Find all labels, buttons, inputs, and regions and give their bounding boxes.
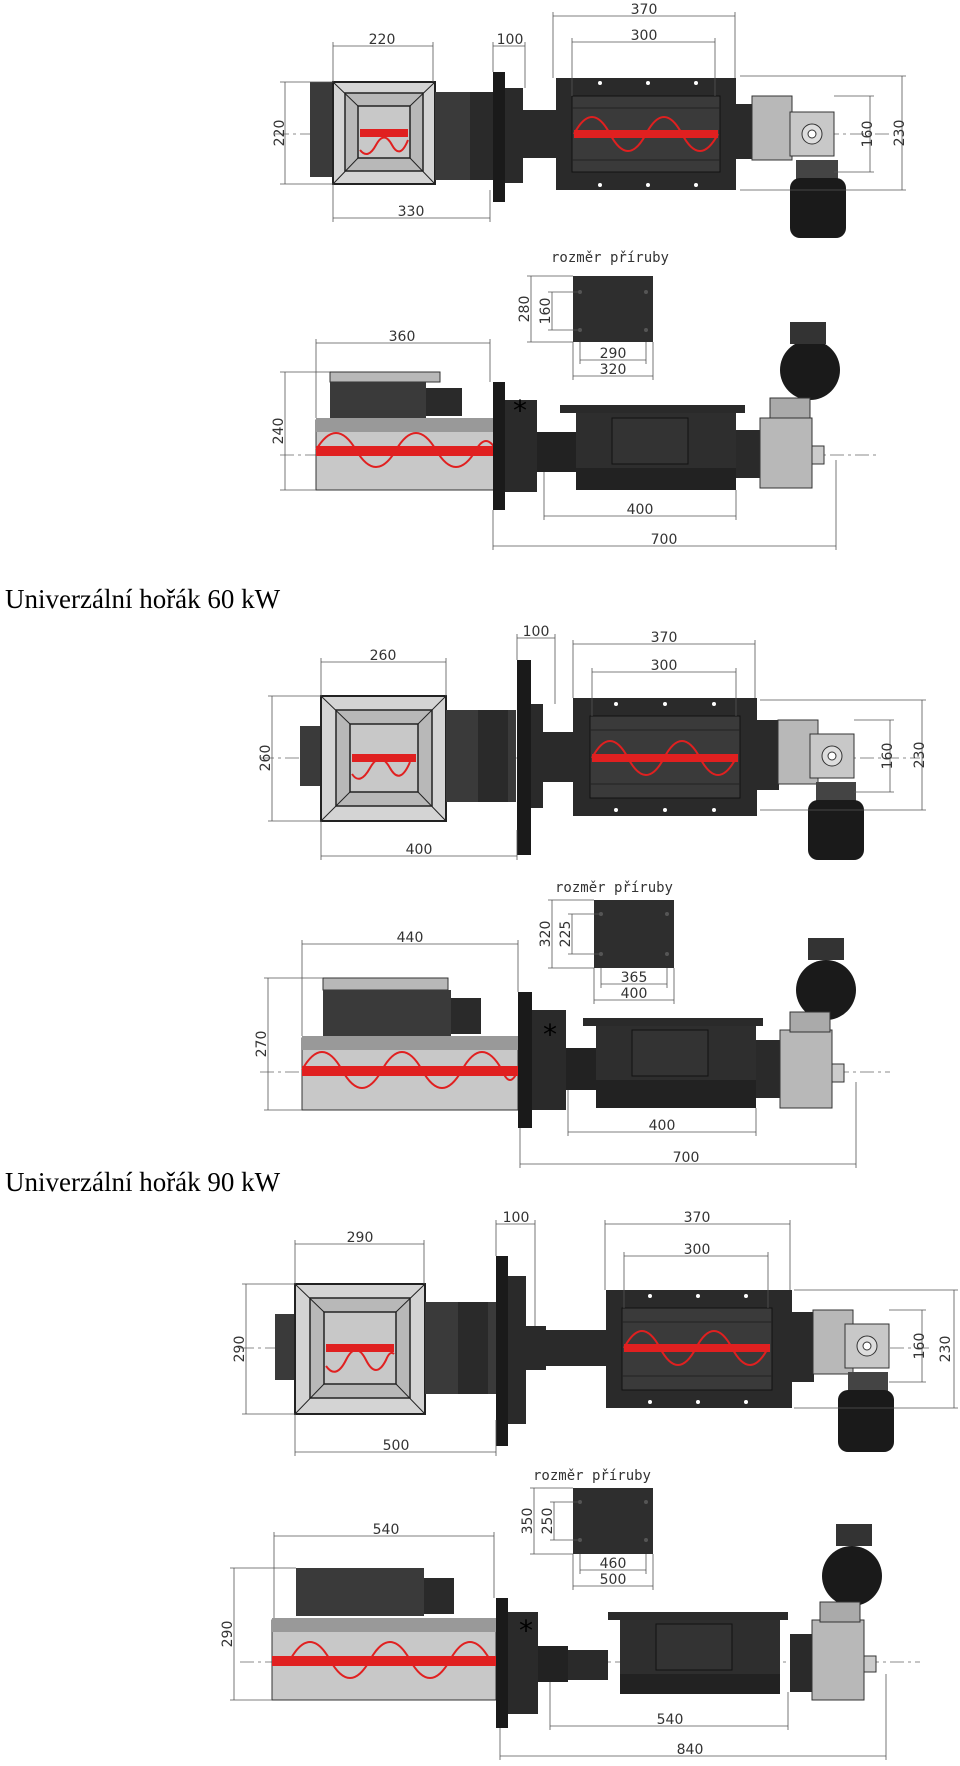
- dim-hopper-width: 290: [347, 1230, 374, 1246]
- flange-h-inner: 160: [538, 298, 554, 325]
- burner-drawing-section-1: 220 330 220 100 370 300 160 230 rozměr p…: [271, 2, 908, 550]
- flange-h-inner: 250: [540, 1508, 556, 1535]
- marker: *: [543, 1018, 557, 1051]
- flange-w-outer: 320: [600, 362, 627, 378]
- dim-hopper-height: 290: [232, 1336, 248, 1363]
- flange-plate: [573, 1488, 653, 1554]
- flange-plate: [573, 276, 653, 342]
- dim-motor-height: 160: [912, 1333, 928, 1360]
- side-total: 700: [673, 1150, 700, 1166]
- side-feeder: 400: [627, 502, 654, 518]
- side-height: 290: [220, 1621, 236, 1648]
- dim-flange: 100: [497, 32, 524, 48]
- hopper-top-view: [275, 1283, 426, 1415]
- side-width: 440: [397, 930, 424, 946]
- dim-top-total: 400: [406, 842, 433, 858]
- burner-side-view: [315, 322, 840, 510]
- side-feeder: 540: [657, 1712, 684, 1728]
- dim-motor-height: 160: [880, 743, 896, 770]
- dim-flange: 100: [503, 1210, 530, 1226]
- side-height: 240: [271, 418, 287, 445]
- dim-feeder-outer: 370: [651, 630, 678, 646]
- flange-h-outer: 280: [517, 296, 533, 323]
- side-width: 360: [389, 329, 416, 345]
- dim-motor-outer: 230: [892, 120, 908, 147]
- dim-hopper-height: 220: [272, 120, 288, 147]
- flange-w-outer: 400: [621, 986, 648, 1002]
- dim-motor-outer: 230: [912, 742, 928, 769]
- flange-w-inner: 460: [600, 1556, 627, 1572]
- dim-top-total: 330: [398, 204, 425, 220]
- hopper-top-view: [300, 695, 447, 822]
- dim-hopper-height: 260: [258, 745, 274, 772]
- hopper-top-view: [310, 81, 436, 185]
- motor-top-view: [736, 95, 846, 238]
- section-3-title: Univerzální hořák 90 kW: [5, 1167, 281, 1197]
- motor-top-view: [792, 1309, 894, 1452]
- dim-top-total: 500: [383, 1438, 410, 1454]
- flange-plate: [594, 900, 674, 968]
- burner-drawing-section-2: 260 400 260 100 370 300 160 230 rozměr p…: [254, 624, 928, 1168]
- marker: *: [513, 394, 527, 427]
- dim-feeder-inner: 300: [684, 1242, 711, 1258]
- motor-top-view: [757, 719, 864, 860]
- dim-flange: 100: [523, 624, 550, 640]
- burner-drawing-section-3: 290 500 290 100 370 300 160 230 rozměr p…: [220, 1210, 958, 1760]
- side-total: 700: [651, 532, 678, 548]
- flange-h-outer: 350: [520, 1508, 536, 1535]
- flange-w-outer: 500: [600, 1572, 627, 1588]
- burner-side-view: [271, 1524, 882, 1728]
- feeder-top-view: [573, 698, 757, 816]
- flange-label: rozměr příruby: [555, 880, 673, 896]
- dim-motor-height: 160: [860, 121, 876, 148]
- dim-feeder-inner: 300: [631, 28, 658, 44]
- burner-side-view: [301, 938, 856, 1128]
- marker: *: [519, 1614, 533, 1647]
- flange-label: rozměr příruby: [551, 250, 669, 266]
- dim-hopper-width: 220: [369, 32, 396, 48]
- side-feeder: 400: [649, 1118, 676, 1134]
- dim-feeder-outer: 370: [631, 2, 658, 18]
- flange-w-inner: 290: [600, 346, 627, 362]
- feeder-top-view: [556, 78, 736, 190]
- flange-label: rozměr příruby: [533, 1468, 651, 1484]
- section-2-title: Univerzální hořák 60 kW: [5, 584, 281, 614]
- dim-motor-outer: 230: [938, 1336, 954, 1363]
- feeder-top-view: [606, 1290, 792, 1408]
- flange-h-inner: 225: [558, 921, 574, 948]
- side-width: 540: [373, 1522, 400, 1538]
- side-height: 270: [254, 1031, 270, 1058]
- flange-w-inner: 365: [621, 970, 648, 986]
- flange-h-outer: 320: [538, 921, 554, 948]
- dim-feeder-inner: 300: [651, 658, 678, 674]
- dim-feeder-outer: 370: [684, 1210, 711, 1226]
- side-total: 840: [677, 1742, 704, 1758]
- dim-hopper-width: 260: [370, 648, 397, 664]
